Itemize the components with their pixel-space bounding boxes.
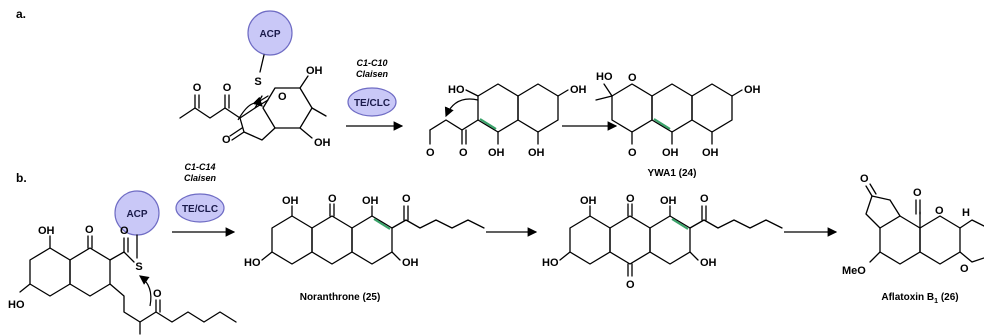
svg-text:O: O [700,193,709,205]
svg-text:O: O [85,224,94,236]
svg-text:O: O [223,82,232,94]
svg-text:O: O [935,205,944,217]
te-clc-enzyme-a [347,87,397,117]
aflatoxin-label-number: (26) [938,292,959,303]
svg-text:O: O [913,187,922,199]
svg-text:O: O [626,193,635,205]
svg-text:HO: HO [448,84,465,96]
svg-text:O: O [120,225,129,237]
svg-text:OH: OH [362,195,379,207]
svg-text:O: O [426,147,435,159]
claisen-label-b1: C1-C14 [184,162,215,172]
ywa1-structure: O HO O OH OH OH [595,71,761,159]
svg-text:HO: HO [596,71,613,83]
svg-text:H: H [962,207,970,219]
aflatoxin-label: Aflatoxin B1 (26) [881,292,958,305]
claisen-label-a2: Claisen [356,69,389,79]
svg-text:O: O [860,173,869,185]
svg-text:OH: OH [282,195,299,207]
claisen-label-b2: Claisen [184,173,217,183]
svg-text:OH: OH [702,147,719,159]
svg-text:OH: OH [306,65,323,77]
svg-text:O: O [626,279,635,291]
te-clc-label-a: TE/CLC [354,98,390,109]
te-clc-enzyme-b [175,193,225,223]
svg-text:O: O [153,288,162,300]
svg-text:OH: OH [528,147,545,159]
acp-label-b: ACP [126,209,147,220]
svg-text:O: O [278,91,287,103]
aflatoxin-label-main: Aflatoxin B [881,292,934,303]
svg-text:OH: OH [660,195,677,207]
svg-text:MeO: MeO [842,265,866,277]
svg-text:HO: HO [8,299,25,311]
svg-text:O: O [402,193,411,205]
panel-a-label: a. [16,7,26,21]
svg-text:OH: OH [314,137,331,149]
svg-text:OH: OH [700,257,717,269]
acp-enzyme-a [247,10,293,56]
ywa1-label: YWA1 (24) [648,168,697,179]
sulfur-atom-b: S [135,261,142,273]
svg-text:OH: OH [580,195,597,207]
svg-text:O: O [193,82,202,94]
svg-text:O: O [628,72,637,84]
svg-text:HO: HO [244,257,261,269]
panel-b-label: b. [16,171,27,185]
svg-text:OH: OH [744,84,761,96]
intermediate-a: HO OH OH OH O O [426,83,587,159]
svg-text:OH: OH [38,225,55,237]
aflatoxin-structure: O O O MeO O H [842,173,984,277]
svg-text:O: O [328,193,337,205]
svg-text:O: O [222,134,231,146]
substrate-b: OH O HO O O [8,224,237,335]
svg-text:HO: HO [542,257,559,269]
svg-text:O: O [459,147,468,159]
aflatoxin-label-subscript: 1 [934,298,938,305]
svg-text:OH: OH [402,257,419,269]
acp-label-a: ACP [259,29,280,40]
claisen-label-a1: C1-C10 [356,58,387,68]
svg-text:OH: OH [662,147,679,159]
svg-text:O: O [628,147,637,159]
te-clc-label-b: TE/CLC [182,204,218,215]
substrate-a: O O O OH OH O [179,65,331,149]
svg-text:O: O [960,263,969,275]
sulfur-atom-a: S [254,76,261,88]
anthraquinone-structure: OH O OH O HO OH O [542,193,783,291]
noranthrone-structure: OH O OH HO OH O [244,193,485,269]
svg-text:OH: OH [570,84,587,96]
noranthrone-label: Noranthrone (25) [300,292,381,303]
svg-text:OH: OH [488,147,505,159]
